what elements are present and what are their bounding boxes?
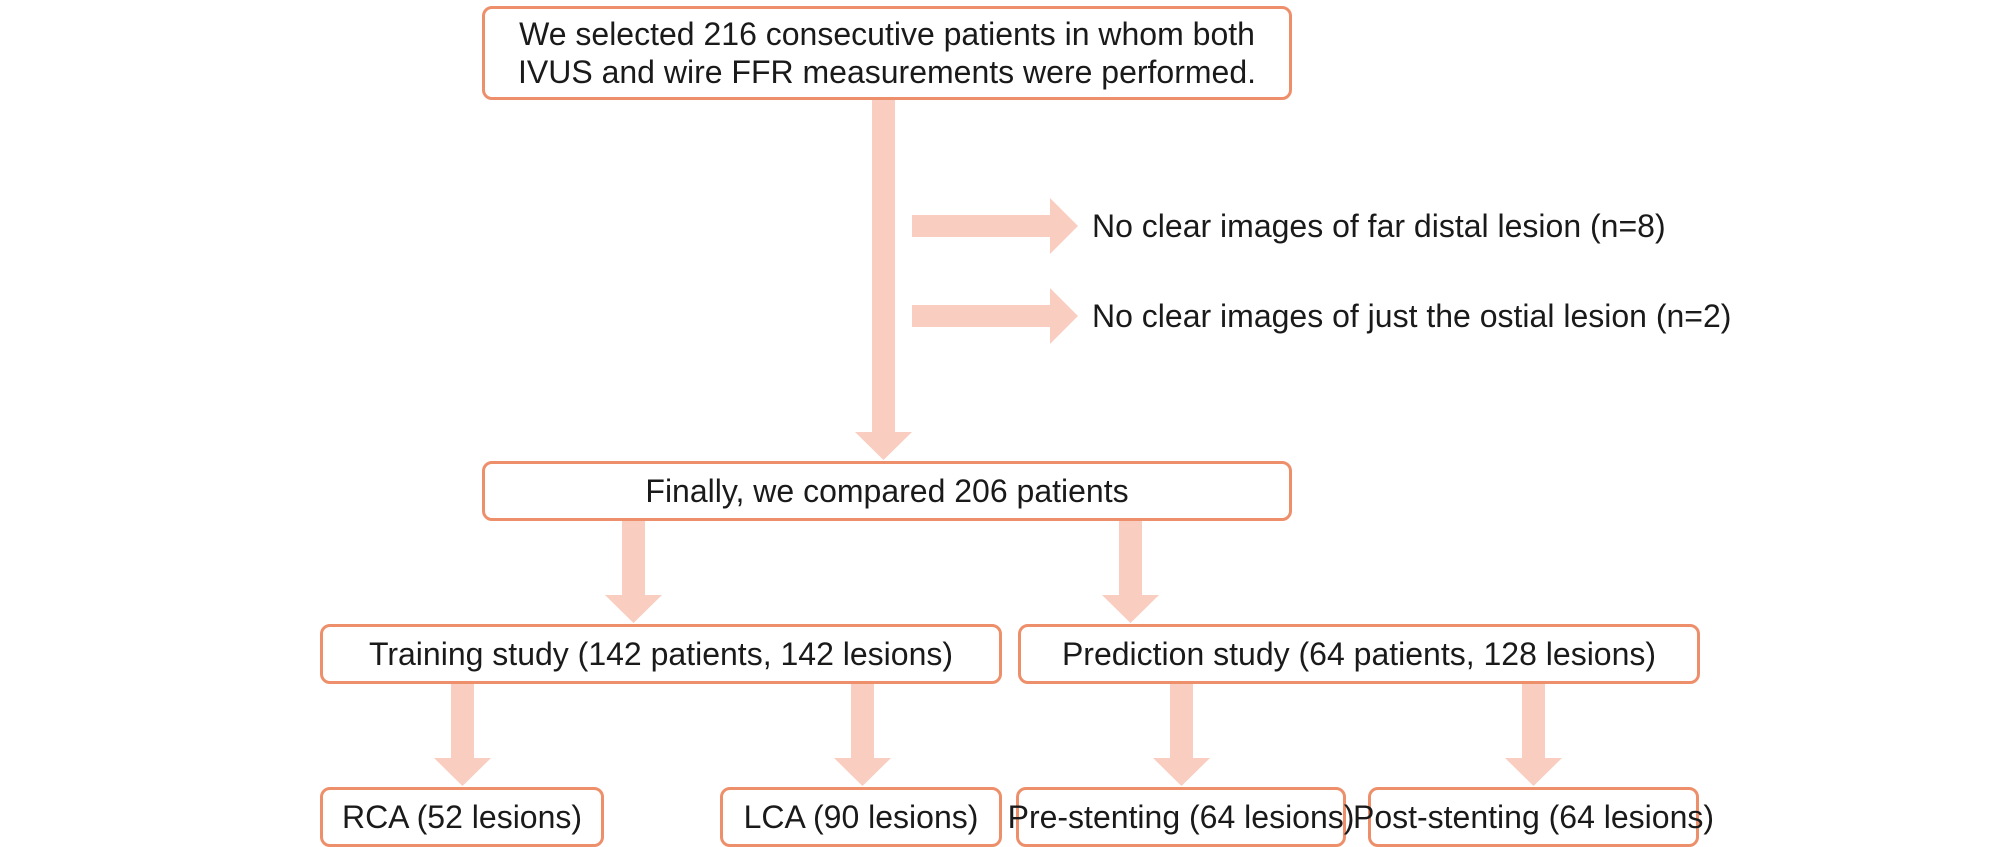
final-cohort-box: Finally, we compared 206 patients xyxy=(482,461,1292,521)
lca-box: LCA (90 lesions) xyxy=(720,787,1002,847)
rca-box: RCA (52 lesions) xyxy=(320,787,604,847)
selection-line-2: IVUS and wire FFR measurements were perf… xyxy=(517,54,1257,90)
selection-line-1: We selected 216 consecutive patients in … xyxy=(519,16,1255,52)
arrow-final-to-training xyxy=(605,521,662,623)
arrow-exclusion-2 xyxy=(912,288,1078,344)
arrow-selection-to-final xyxy=(855,100,912,460)
arrow-training-to-lca xyxy=(834,684,891,786)
exclusion-note-2: No clear images of just the ostial lesio… xyxy=(1092,298,1732,334)
arrow-prediction-to-post xyxy=(1505,684,1562,786)
pre-stenting-box: Pre-stenting (64 lesions) xyxy=(1008,787,1354,847)
arrow-training-to-rca xyxy=(434,684,491,786)
arrow-prediction-to-pre xyxy=(1153,684,1210,786)
arrow-final-to-prediction xyxy=(1102,521,1159,623)
selection-box: We selected 216 consecutive patients in … xyxy=(482,6,1292,100)
arrow-exclusion-1 xyxy=(912,198,1078,254)
post-stenting-box: Post-stenting (64 lesions) xyxy=(1353,787,1714,847)
training-study-box: Training study (142 patients, 142 lesion… xyxy=(320,624,1002,684)
prediction-study-box: Prediction study (64 patients, 128 lesio… xyxy=(1018,624,1700,684)
exclusion-note-1: No clear images of far distal lesion (n=… xyxy=(1092,208,1666,244)
